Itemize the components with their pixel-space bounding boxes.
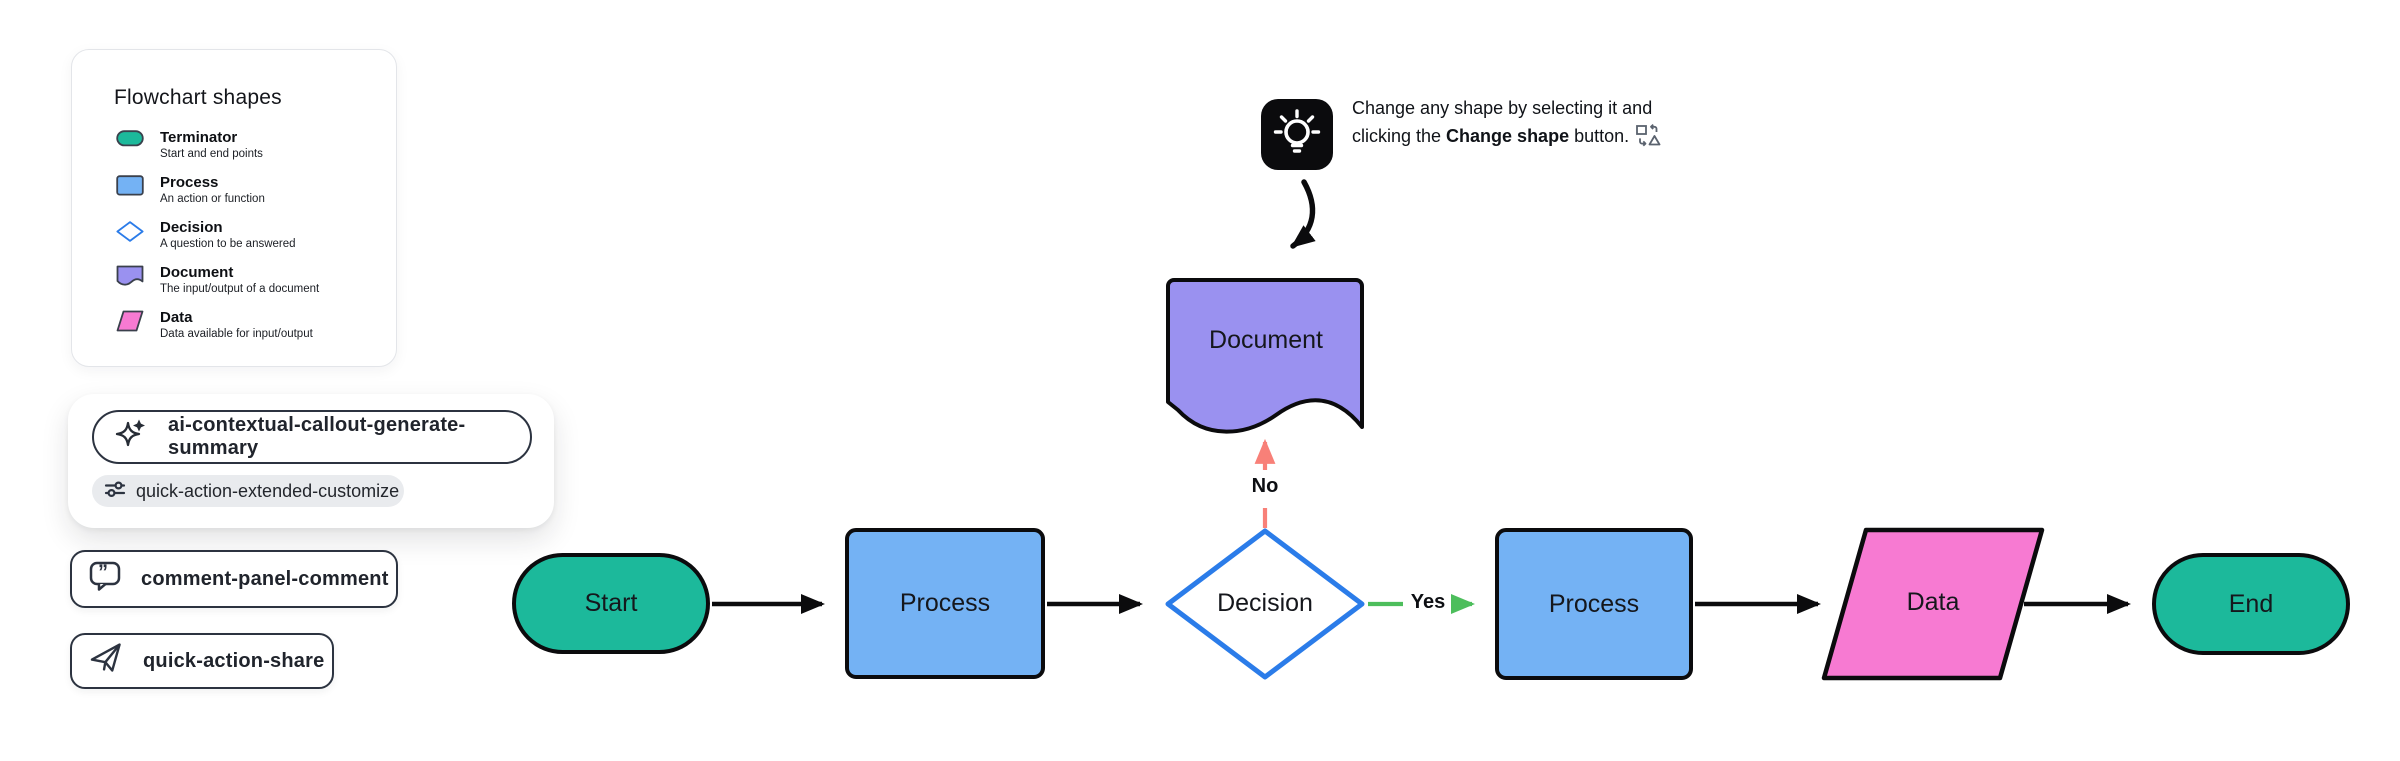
legend-item-desc: Start and end points <box>160 148 263 160</box>
legend-item-document: Document The input/output of a document <box>72 264 396 304</box>
legend-item-decision: Decision A question to be answered <box>72 219 396 259</box>
ai-button-label: ai-contextual-callout-generate-summary <box>168 414 466 459</box>
node-label: Data <box>1906 588 1960 616</box>
tip-line2-suffix: button. <box>1569 125 1630 146</box>
tip-text: Change any shape by selecting it and cli… <box>1352 95 1752 156</box>
flow-node-process-2[interactable]: Process <box>1495 528 1693 680</box>
decision-shape-icon <box>116 220 144 244</box>
quick-action-extended-customize-button[interactable]: quick-action-extended-customize <box>92 475 404 507</box>
legend-item-desc: Data available for input/output <box>160 328 313 340</box>
share-button-label: quick-action-share <box>143 649 325 672</box>
tip-line2-prefix: clicking the <box>1352 125 1447 146</box>
legend-item-name: Decision <box>160 219 223 236</box>
flow-node-decision[interactable]: Decision <box>1162 526 1368 682</box>
legend-item-process: Process An action or function <box>72 174 396 214</box>
data-shape-icon <box>116 310 144 334</box>
tip-line1: Change any shape by selecting it and <box>1352 98 1653 118</box>
legend-item-terminator: Terminator Start and end points <box>72 129 396 169</box>
legend-item-data: Data Data available for input/output <box>72 309 396 349</box>
document-shape-icon <box>116 265 144 289</box>
process-shape-icon <box>116 175 144 199</box>
node-label: End <box>2228 589 2274 618</box>
flow-node-end[interactable]: End <box>2152 553 2350 655</box>
node-label: Process <box>899 589 991 617</box>
edge-label-no: No <box>1242 473 1288 500</box>
paper-plane-icon <box>88 641 126 682</box>
node-label: Process <box>1548 589 1640 618</box>
legend-title: Flowchart shapes <box>114 86 282 109</box>
ai-contextual-callout-generate-summary-button[interactable]: ai-contextual-callout-generate-summary <box>92 410 532 464</box>
node-label: Start <box>584 589 638 617</box>
sparkles-icon <box>112 417 148 458</box>
comment-panel-comment-button[interactable]: ” comment-panel-comment <box>70 550 398 608</box>
svg-text:”: ” <box>98 561 108 583</box>
legend-item-name: Document <box>160 264 234 281</box>
legend-item-name: Process <box>160 174 219 191</box>
tip-line2-bold: Change shape <box>1446 125 1570 146</box>
comment-button-label: comment-panel-comment <box>141 567 389 590</box>
flow-node-start[interactable]: Start <box>512 553 710 654</box>
sliders-icon <box>104 479 126 504</box>
comment-icon: ” <box>88 560 124 599</box>
customize-button-label: quick-action-extended-customize <box>136 480 400 501</box>
edge-label-yes: Yes <box>1405 589 1451 616</box>
flow-node-data[interactable]: Data <box>1820 526 2046 682</box>
flow-node-document[interactable]: Document <box>1164 276 1368 448</box>
legend-item-desc: The input/output of a document <box>160 283 320 295</box>
legend-item-desc: An action or function <box>160 193 265 205</box>
terminator-shape-icon <box>116 130 144 154</box>
ai-callout-card: ai-contextual-callout-generate-summary q… <box>68 394 554 528</box>
lightbulb-icon <box>1261 99 1333 170</box>
flow-node-process-1[interactable]: Process <box>845 528 1045 679</box>
legend-item-name: Terminator <box>160 129 238 146</box>
flowchart-shapes-legend: Flowchart shapes Terminator Start and en… <box>71 49 397 367</box>
node-label: Decision <box>1217 589 1313 617</box>
change-shape-icon <box>1635 123 1662 157</box>
legend-item-name: Data <box>160 309 193 326</box>
quick-action-share-button[interactable]: quick-action-share <box>70 633 334 689</box>
legend-item-desc: A question to be answered <box>160 238 296 250</box>
node-label: Document <box>1209 326 1323 354</box>
